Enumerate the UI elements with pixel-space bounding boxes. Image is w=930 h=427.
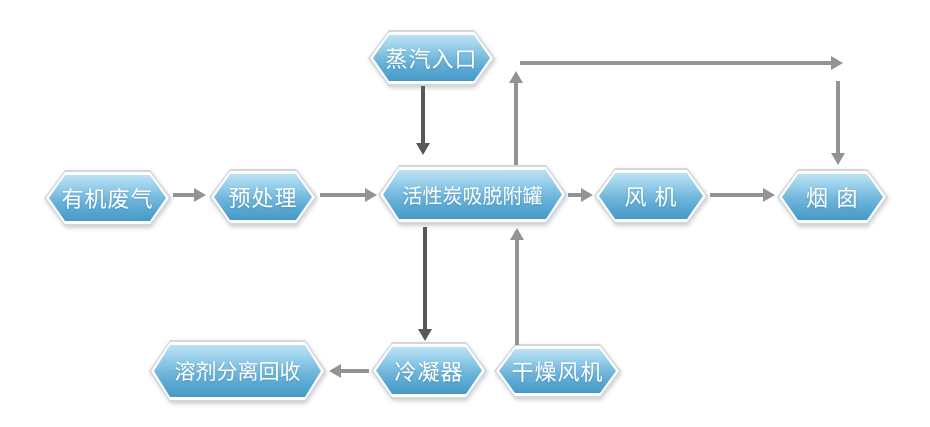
edge-dryingfan-tank-line <box>515 239 519 345</box>
edge-tank-chimney-top-arrowhead <box>831 56 843 70</box>
edge-dryingfan-tank-arrowhead <box>510 228 524 240</box>
edge-pretreatment-tank-line <box>320 193 366 197</box>
edge-tank-chimney-up-line <box>514 82 518 165</box>
hexagon-fill <box>376 347 482 394</box>
node-carbon-tank: 活性炭吸脱附罐 <box>378 165 567 224</box>
node-fan: 风 机 <box>594 168 708 224</box>
edge-condenser-solvent-arrowhead <box>329 364 341 378</box>
node-label: 活性炭吸脱附罐 <box>402 186 543 208</box>
edge-fan-chimney-arrowhead <box>763 188 775 202</box>
hexagon-fill <box>782 174 883 220</box>
node-solvent-recovery: 溶剂分离回收 <box>149 340 326 402</box>
edge-tank-fan-line <box>568 193 582 197</box>
edge-tank-chimney-up-arrowhead <box>509 71 523 83</box>
edge-steam-tank-arrowhead <box>416 143 430 155</box>
edge-organicgas-pretreatment-line <box>173 193 195 197</box>
node-label: 预处理 <box>228 186 298 211</box>
node-label: 溶剂分离回收 <box>174 361 301 384</box>
edge-tank-chimney-down-line <box>836 81 840 154</box>
edge-steam-tank-line <box>421 86 425 144</box>
hexagon-fill <box>383 170 562 219</box>
edge-tank-fan-arrowhead <box>581 188 593 202</box>
edge-condenser-solvent-line <box>340 369 369 373</box>
hexagon-fill <box>154 345 321 397</box>
edge-pretreatment-tank-arrowhead <box>365 188 377 202</box>
node-drying-fan: 干燥风机 <box>494 344 621 398</box>
node-steam-inlet: 蒸汽入口 <box>368 30 495 86</box>
node-condenser: 冷凝器 <box>371 342 487 399</box>
node-label: 有机废气 <box>61 187 154 212</box>
node-label: 干燥风机 <box>511 360 604 385</box>
hexagon-fill <box>49 175 166 221</box>
node-label: 蒸汽入口 <box>385 47 478 72</box>
hexagon-fill <box>373 35 490 81</box>
node-label: 烟 囱 <box>805 186 860 211</box>
edge-tank-condenser-arrowhead <box>418 329 432 341</box>
edge-tank-chimney-top-line <box>520 61 832 65</box>
hexagon-fill <box>599 173 703 219</box>
hexagon-fill <box>499 349 616 393</box>
node-label: 冷凝器 <box>394 359 464 385</box>
hexagon-fill <box>214 174 312 220</box>
node-organic-waste-gas: 有机废气 <box>44 170 171 226</box>
edge-tank-chimney-down-arrowhead <box>831 153 845 165</box>
node-label: 风 机 <box>624 185 678 210</box>
edge-organicgas-pretreatment-arrowhead <box>194 188 206 202</box>
edge-fan-chimney-line <box>710 193 764 197</box>
edge-tank-condenser-line <box>423 227 427 330</box>
node-pretreatment: 预处理 <box>209 169 317 225</box>
node-chimney: 烟 囱 <box>777 169 888 225</box>
